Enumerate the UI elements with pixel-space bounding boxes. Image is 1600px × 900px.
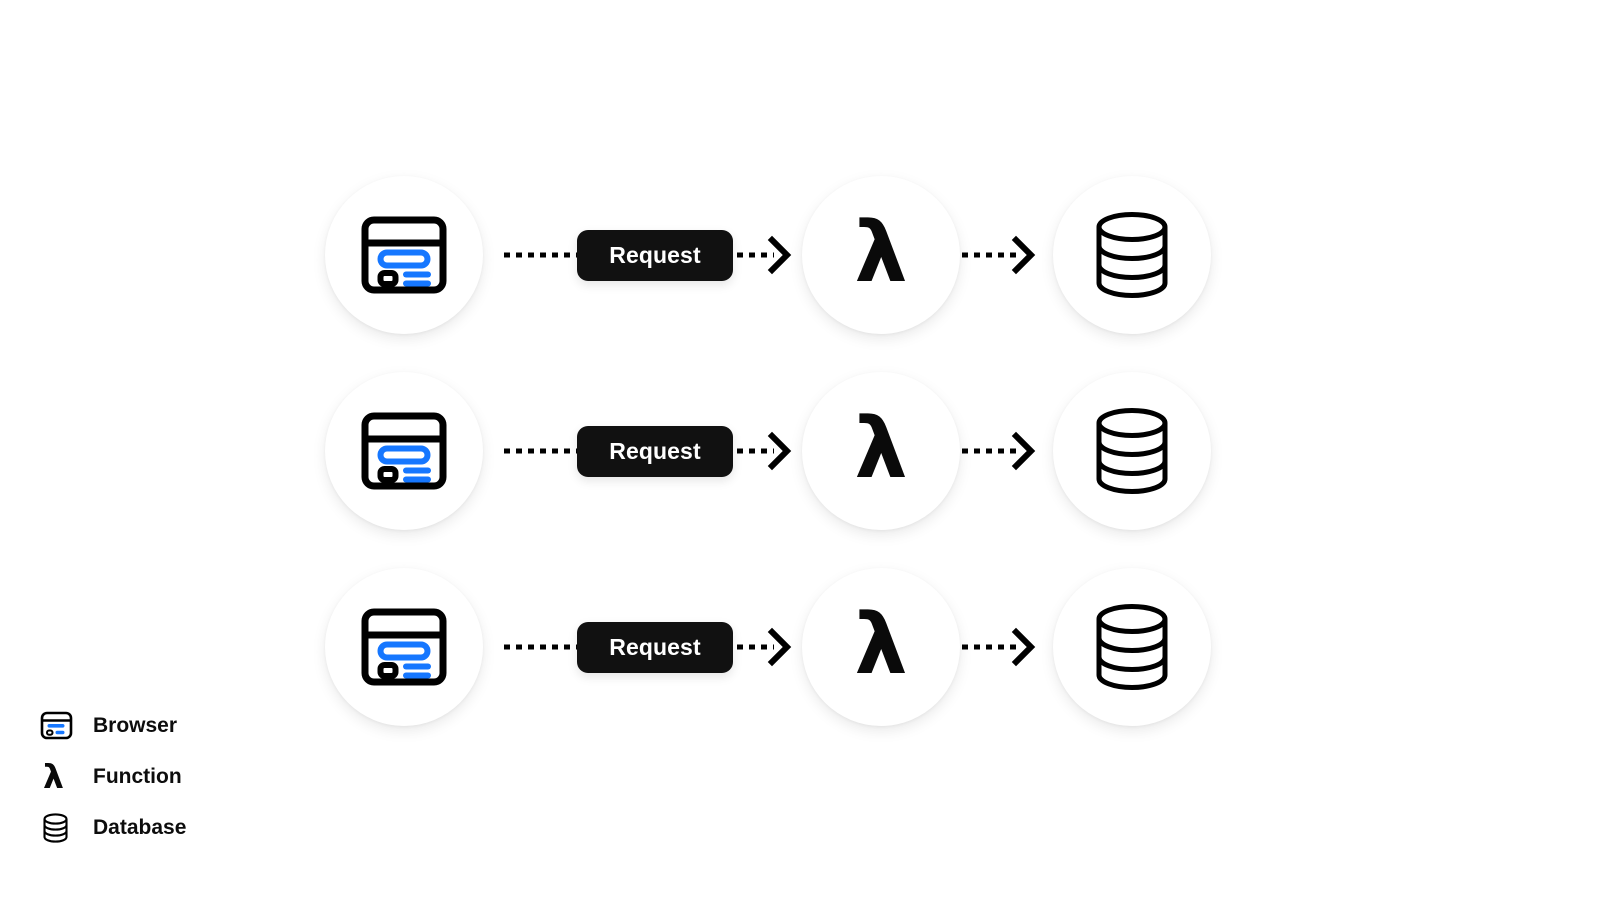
database-icon — [40, 812, 80, 844]
browser-icon — [360, 603, 448, 691]
request-badge-label: Request — [609, 242, 701, 268]
node-function[interactable]: λ — [802, 176, 960, 334]
request-badge[interactable]: Request — [577, 426, 733, 477]
legend-item-browser: Browser — [40, 700, 340, 751]
browser-icon — [40, 711, 80, 740]
legend-item-function: λ Function — [40, 751, 340, 802]
legend-label-browser: Browser — [93, 713, 178, 737]
lambda-icon: λ — [854, 399, 908, 497]
browser-icon — [360, 407, 448, 495]
node-database[interactable] — [1053, 372, 1211, 530]
flow-row: Request λ — [0, 562, 1600, 732]
lambda-glyph: λ — [43, 757, 64, 796]
lambda-icon: λ — [854, 203, 908, 301]
node-database[interactable] — [1053, 568, 1211, 726]
lambda-icon: λ — [40, 760, 80, 793]
flow-row: Request λ — [0, 366, 1600, 536]
database-icon — [1086, 209, 1178, 301]
request-badge-label: Request — [609, 634, 701, 660]
legend-label-database: Database — [93, 815, 187, 839]
request-badge-label: Request — [609, 438, 701, 464]
database-icon — [1086, 405, 1178, 497]
flow-row: Request λ — [0, 170, 1600, 340]
node-function[interactable]: λ — [802, 568, 960, 726]
lambda-icon: λ — [854, 595, 908, 693]
node-browser[interactable] — [325, 176, 483, 334]
node-database[interactable] — [1053, 176, 1211, 334]
legend-label-function: Function — [93, 764, 182, 788]
node-function[interactable]: λ — [802, 372, 960, 530]
request-badge[interactable]: Request — [577, 230, 733, 281]
legend-item-database: Database — [40, 802, 340, 853]
node-browser[interactable] — [325, 568, 483, 726]
request-badge[interactable]: Request — [577, 622, 733, 673]
database-icon — [1086, 601, 1178, 693]
browser-icon — [360, 211, 448, 299]
node-browser[interactable] — [325, 372, 483, 530]
legend: Browser λ Function Database — [40, 700, 340, 853]
